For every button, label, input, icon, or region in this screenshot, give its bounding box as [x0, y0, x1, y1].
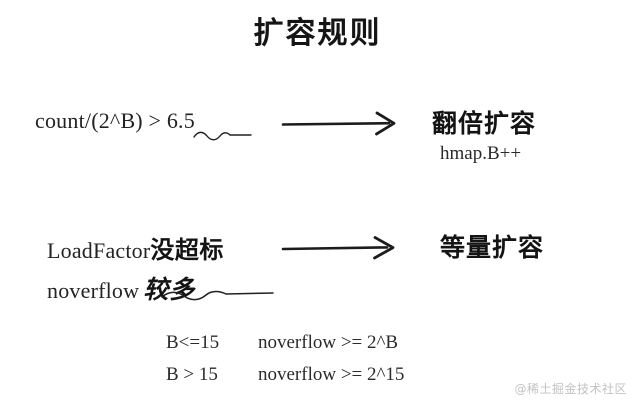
- page-title: 扩容规则: [253, 16, 382, 51]
- table-cell-b-condition: B<=15: [166, 332, 220, 353]
- rule-2-condition-line-1: LoadFactor没超标: [47, 230, 224, 265]
- rule-1-detail: hmap.B++: [440, 143, 522, 164]
- table-row: B<=15 noverflow >= 2^B: [166, 328, 404, 360]
- table-cell-noverflow-condition: noverflow >= 2^B: [258, 332, 399, 353]
- rule-2-condition-line-2-latin: noverflow: [47, 278, 140, 303]
- rule-2-result: 等量扩容: [440, 233, 545, 262]
- overflow-condition-table: B<=15 noverflow >= 2^B B > 15 noverflow …: [166, 328, 404, 392]
- rule-1-arrow-icon: [281, 104, 407, 136]
- rule-1-condition: count/(2^B) > 6.5: [35, 108, 195, 133]
- rule-2-condition-line-2: noverflow 较多: [47, 270, 195, 306]
- rule-2-condition-line-1-latin: LoadFactor: [47, 238, 151, 263]
- rule-1-result: 翻倍扩容: [432, 109, 537, 138]
- table-cell-b-condition: B > 15: [166, 364, 218, 385]
- rule-2-condition-line-1-cjk: 没超标: [150, 235, 224, 264]
- rule-2-arrow-icon: [281, 228, 407, 260]
- squiggle-underline-jiaoduo: [160, 288, 276, 307]
- rule-2-condition-line-2-cjk: 较多: [143, 275, 196, 304]
- squiggle-underline-6point5: [193, 129, 253, 148]
- watermark: @稀土掘金技术社区: [514, 382, 627, 396]
- table-cell-noverflow-condition: noverflow >= 2^15: [258, 364, 405, 385]
- table-row: B > 15 noverflow >= 2^15: [166, 360, 404, 392]
